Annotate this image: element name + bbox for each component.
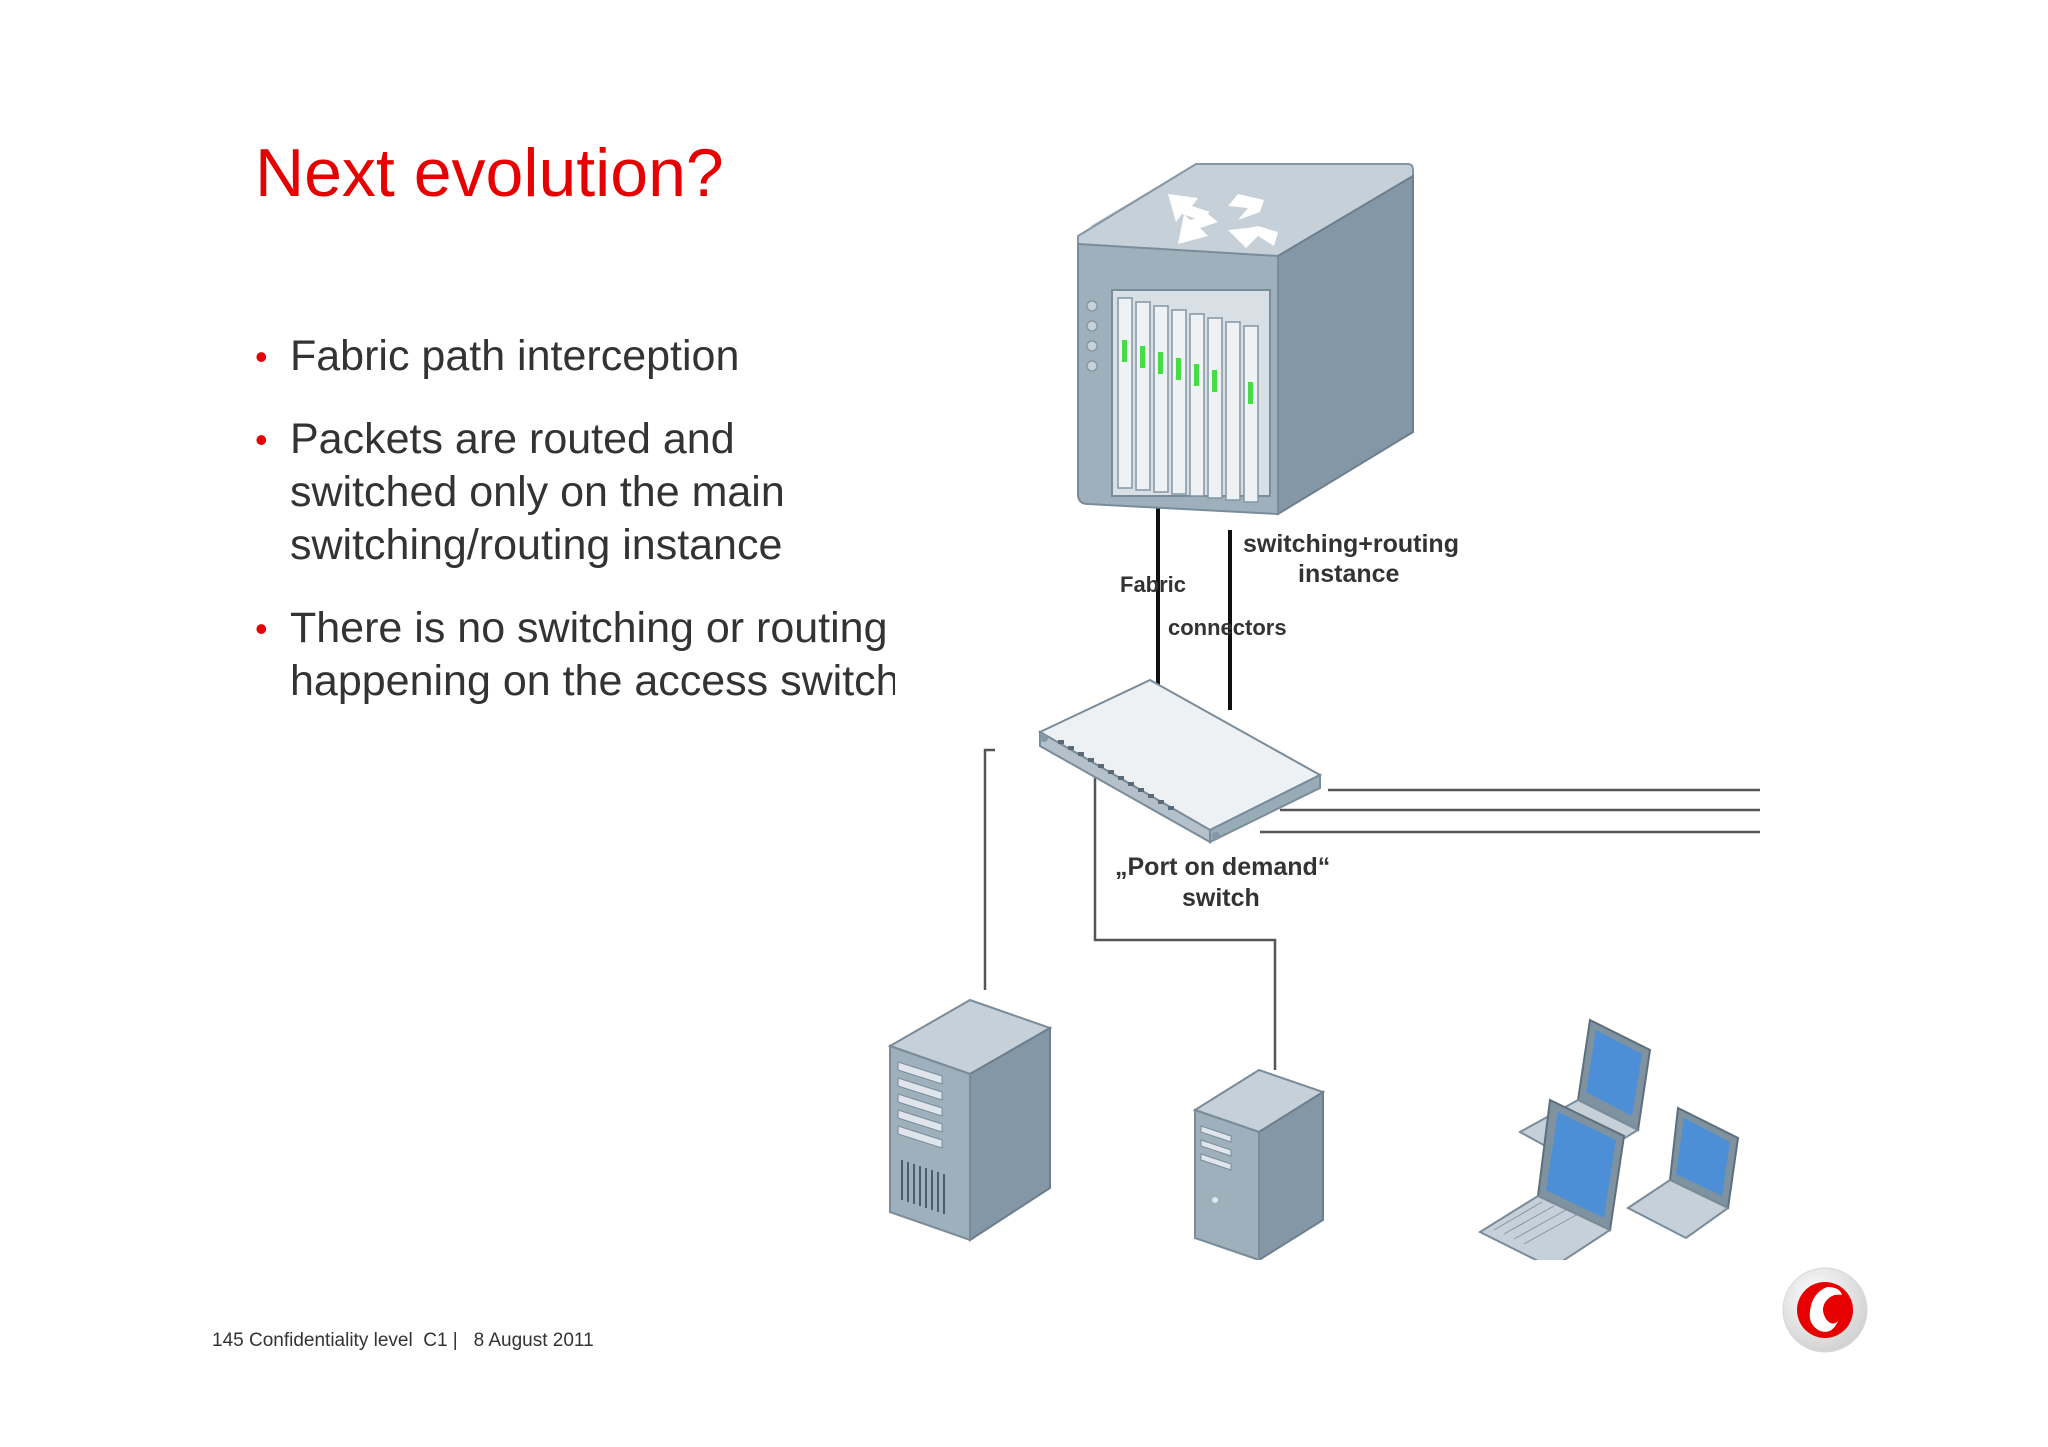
router-chassis-icon xyxy=(1077,163,1414,516)
label-connectors: connectors xyxy=(1168,615,1287,640)
bullet-dot-icon: • xyxy=(255,419,268,460)
connection-lines xyxy=(983,748,1760,1070)
server-tower-large-icon xyxy=(887,998,1053,1242)
bullet-dot-icon: • xyxy=(255,608,268,649)
bullet-item: • Packets are routed and switched only o… xyxy=(255,413,895,572)
bullet-text: Fabric path interception xyxy=(290,332,740,380)
bullet-list: • Fabric path interception • Packets are… xyxy=(255,330,895,730)
vodafone-logo-icon xyxy=(1782,1267,1868,1353)
router-arrows-icon xyxy=(1168,194,1278,248)
laptop-front-icon xyxy=(1477,1098,1626,1260)
label-instance-line2: instance xyxy=(1298,560,1400,588)
bullet-text: There is no switching or routing happeni… xyxy=(290,604,895,705)
link-laptop-front xyxy=(1260,830,1760,834)
footer-text: 145 Confidentiality level C1 | 8 August … xyxy=(212,1330,594,1351)
label-access-line1: „Port on demand“ xyxy=(1115,853,1330,881)
laptop-right-icon xyxy=(1626,1106,1740,1240)
link-server-large xyxy=(983,748,995,990)
bullet-item: • There is no switching or routing happe… xyxy=(255,602,895,708)
bullet-dot-icon: • xyxy=(255,336,268,377)
server-tower-small-icon xyxy=(1192,1068,1326,1260)
label-instance-line1: switching+routing xyxy=(1243,530,1459,558)
label-fabric: Fabric xyxy=(1120,572,1186,597)
line-cards xyxy=(1111,289,1271,503)
link-laptop-right xyxy=(1328,788,1760,792)
link-laptop-top xyxy=(1280,808,1760,812)
access-switch-icon xyxy=(1037,678,1323,844)
label-access-line2: switch xyxy=(1182,884,1260,912)
link-server-small xyxy=(1093,770,1277,1070)
bullet-item: • Fabric path interception xyxy=(255,330,895,383)
switch-ports xyxy=(1058,740,1174,810)
bullet-text: Packets are routed and switched only on … xyxy=(290,415,785,569)
network-diagram: Fabric connectors switching+routing inst… xyxy=(887,163,1760,1260)
fabric-connectors xyxy=(1156,485,1232,710)
slide-title: Next evolution? xyxy=(255,135,724,211)
